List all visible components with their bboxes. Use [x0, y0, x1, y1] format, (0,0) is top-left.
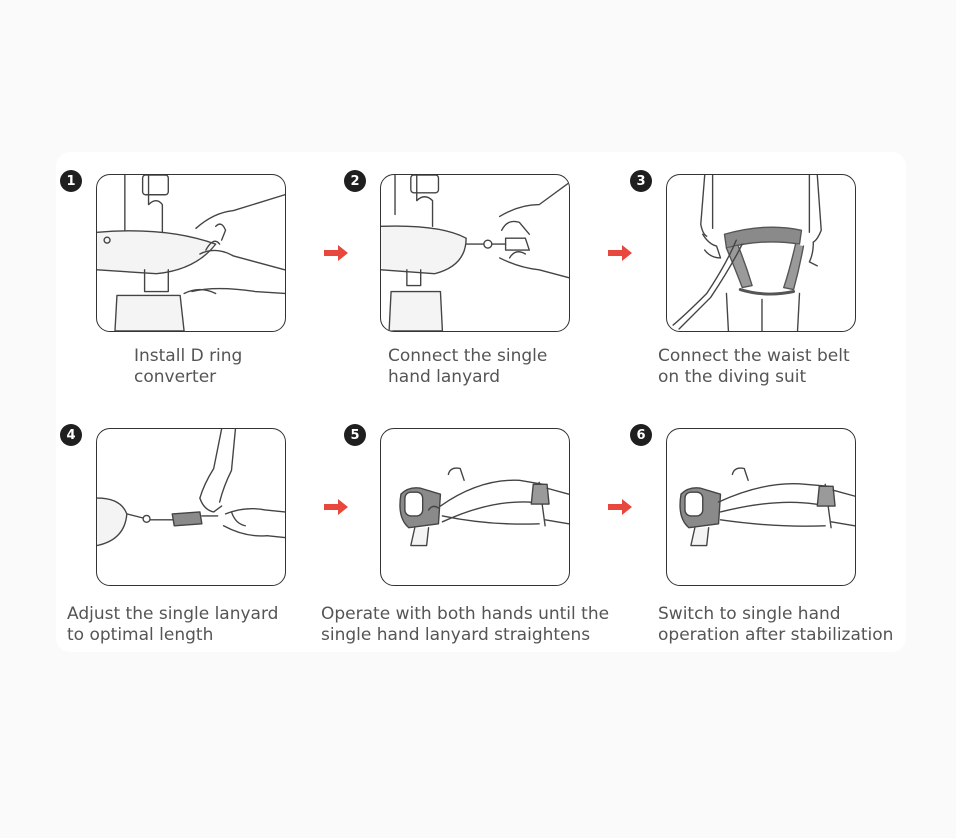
single-hand-operation-drawing — [679, 467, 855, 547]
step-2-caption-line-1: Connect the single — [388, 346, 548, 366]
step-1-caption: Install D ring converter — [134, 346, 242, 388]
step-5-badge: 5 — [344, 424, 366, 446]
step-3-caption-line-2: on the diving suit — [658, 367, 807, 387]
step-3-illustration — [666, 174, 856, 332]
step-6-caption-line-1: Switch to single hand — [658, 604, 841, 624]
arrow-right-icon — [606, 243, 634, 263]
d-ring-install-drawing — [97, 175, 285, 331]
step-6-caption-line-2: operation after stabilization — [658, 625, 894, 645]
arrow-right-icon — [322, 243, 350, 263]
step-2-caption-line-2: hand lanyard — [388, 367, 501, 387]
step-3-caption: Connect the waist belt on the diving sui… — [658, 346, 850, 388]
step-2-caption: Connect the single hand lanyard — [388, 346, 547, 388]
step-5-caption: Operate with both hands until the single… — [321, 604, 609, 646]
step-6-badge: 6 — [630, 424, 652, 446]
step-2-illustration — [380, 174, 570, 332]
step-4-caption-line-2: to optimal length — [67, 625, 214, 645]
lanyard-adjust-drawing — [97, 429, 285, 547]
both-hands-operation-drawing — [399, 467, 569, 547]
step-6-illustration — [666, 428, 856, 586]
waist-belt-drawing — [672, 175, 822, 331]
step-3-caption-line-1: Connect the waist belt — [658, 346, 850, 366]
step-1-illustration — [96, 174, 286, 332]
step-4-caption-line-1: Adjust the single lanyard — [67, 604, 279, 624]
step-4-caption: Adjust the single lanyard to optimal len… — [67, 604, 278, 646]
step-6-caption: Switch to single hand operation after st… — [658, 604, 893, 646]
step-5-caption-line-1: Operate with both hands until the — [321, 604, 610, 624]
step-1-badge: 1 — [60, 170, 82, 192]
step-1-caption-line-1: Install D ring — [134, 346, 243, 366]
step-1-caption-line-2: converter — [134, 367, 217, 387]
arrow-right-icon — [322, 497, 350, 517]
step-5-caption-line-2: single hand lanyard straightens — [321, 625, 591, 645]
step-5-illustration — [380, 428, 570, 586]
step-4-badge: 4 — [60, 424, 82, 446]
step-3-badge: 3 — [630, 170, 652, 192]
step-4-illustration — [96, 428, 286, 586]
arrow-right-icon — [606, 497, 634, 517]
step-2-badge: 2 — [344, 170, 366, 192]
lanyard-connect-drawing — [381, 175, 569, 331]
